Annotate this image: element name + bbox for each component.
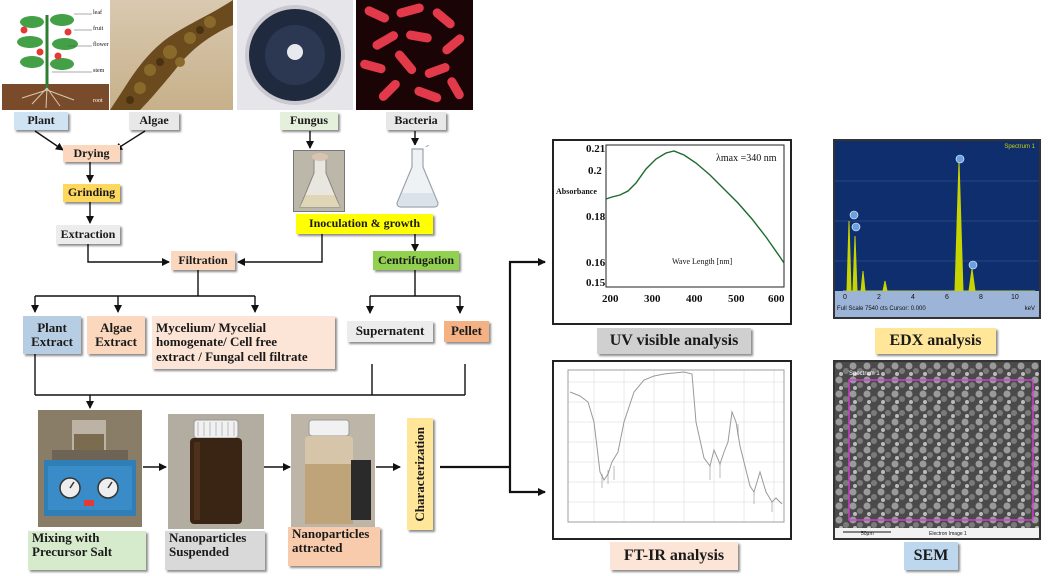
bacteria-photo — [356, 0, 473, 110]
edx-xtick-6: 6 — [945, 294, 949, 301]
uv-ytick-1: 0.21 — [586, 143, 606, 155]
bacteria-rods-icon — [360, 3, 465, 103]
filtration-step: Filtration — [171, 251, 235, 270]
ftir-title: FT-IR analysis — [610, 542, 738, 570]
mixing-line2: Precursor Salt — [32, 544, 113, 560]
fungus-label: Fungus — [280, 112, 338, 130]
uv-ytick-5: 0.15 — [586, 277, 606, 289]
uv-spectrum-curve — [605, 144, 785, 288]
edx-xtick-8: 8 — [979, 294, 983, 301]
uv-xtick-4: 500 — [728, 293, 745, 305]
algae-photo — [110, 0, 233, 110]
plant-extract-line1: Plant — [37, 319, 67, 335]
bacteria-label: Bacteria — [386, 112, 446, 130]
plant-part-leaf: leaf — [93, 10, 102, 16]
plant-part-fruit: fruit — [93, 26, 104, 32]
uv-ytick-2: 0.2 — [588, 165, 602, 177]
edx-legend: Spectrum 1 — [1004, 144, 1035, 150]
supernatent-step: Supernatent — [347, 321, 433, 342]
lab-flask-icon — [396, 145, 439, 208]
seaweed-icon — [110, 0, 233, 110]
edx-footer: Full Scale 7540 cts Cursor: 0.000 — [837, 306, 926, 312]
plant-part-root: root — [93, 98, 103, 104]
fungal-extract-line2: homogenate/ Cell free — [156, 334, 278, 350]
plant-part-stem: stem — [93, 68, 105, 74]
plant-part-flower: flower — [93, 42, 109, 48]
mixing-step: Mixing with Precursor Salt — [28, 530, 146, 570]
ftir-plot — [552, 360, 792, 540]
vial-magnet-icon — [291, 414, 375, 529]
plant-extract-line2: Extract — [31, 334, 73, 349]
suspended-line2: Suspended — [169, 544, 229, 560]
edx-xtick-10: 10 — [1011, 294, 1019, 301]
extraction-step: Extraction — [56, 225, 120, 244]
edx-spectrum-peaks — [835, 141, 1039, 317]
uv-xtick-1: 200 — [602, 293, 619, 305]
algae-extract: Algae Extract — [87, 316, 145, 354]
plant-illustration: leaf fruit flower stem root — [2, 0, 109, 110]
bacteria-flask-photo — [390, 145, 445, 210]
plant-extract: Plant Extract — [23, 316, 81, 354]
plant-icon — [2, 13, 109, 110]
uv-ylabel: Absorbance — [556, 187, 597, 196]
edx-xtick-2: 2 — [877, 294, 881, 301]
uv-xtick-3: 400 — [686, 293, 703, 305]
fungus-photo — [237, 0, 353, 110]
uv-lambda-max: λmax =340 nm — [716, 153, 777, 164]
fungal-extract: Mycelium/ Mycelial homogenate/ Cell free… — [152, 316, 335, 369]
fungal-extract-line1: Mycelium/ Mycelial — [156, 320, 267, 336]
inoculation-step: Inoculation & growth — [296, 214, 433, 234]
sem-caption: Electron Image 1 — [929, 531, 967, 537]
ftir-spectrum-curve — [567, 369, 785, 523]
attracted-step: Nanoparticles attracted — [288, 526, 380, 566]
attracted-line1: Nanoparticles — [292, 526, 370, 541]
sem-spectrum-label: Spectrum 1 — [849, 371, 880, 377]
mixing-line1: Mixing with — [32, 530, 100, 545]
suspended-step: Nanoparticles Suspended — [165, 530, 265, 570]
fungal-colony-icon — [245, 5, 345, 105]
sem-micrograph — [835, 362, 1039, 538]
suspended-vial-photo — [168, 414, 264, 529]
fungus-flask-photo — [293, 150, 345, 212]
centrifugation-step: Centrifugation — [373, 251, 459, 270]
vial-dark-icon — [168, 414, 264, 529]
algae-extract-line2: Extract — [95, 334, 137, 349]
uv-visible-title: UV visible analysis — [597, 328, 751, 354]
sem-title: SEM — [904, 542, 958, 570]
attracted-line2: attracted — [292, 540, 343, 556]
erlenmeyer-flask-icon — [294, 151, 344, 211]
plant-label: Plant — [14, 112, 68, 130]
grinding-step: Grinding — [63, 184, 120, 202]
uv-visible-plot: λmax =340 nm Absorbance Wave Length [nm]… — [552, 139, 792, 325]
uv-xtick-5: 600 — [768, 293, 785, 305]
drying-step: Drying — [63, 145, 120, 162]
uv-ytick-4: 0.16 — [586, 257, 606, 269]
sem-image: Spectrum 1 50μm Electron Image 1 — [833, 360, 1041, 540]
edx-xtick-0: 0 — [843, 294, 847, 301]
uv-ytick-3: 0.18 — [586, 211, 606, 223]
attracted-vial-photo — [291, 414, 375, 529]
hotplate-photo — [38, 410, 142, 527]
algae-extract-line1: Algae — [100, 319, 132, 335]
fungal-extract-line3: extract / Fungal cell filtrate — [156, 348, 308, 364]
edx-xtick-4: 4 — [911, 294, 915, 301]
edx-title: EDX analysis — [875, 328, 996, 354]
uv-xtick-2: 300 — [644, 293, 661, 305]
hotplate-stirrer-icon — [38, 410, 142, 527]
edx-unit: keV — [1024, 306, 1035, 312]
characterization-text: Characterization — [411, 426, 427, 522]
characterization-step: Characterization — [407, 418, 433, 530]
pellet-step: Pellet — [444, 321, 489, 342]
algae-label: Algae — [129, 112, 179, 130]
edx-plot: Spectrum 1 0 2 4 6 8 10 Full Scale 7540 … — [833, 139, 1041, 319]
uv-xlabel: Wave Length [nm] — [672, 257, 733, 266]
suspended-line1: Nanoparticles — [169, 530, 247, 545]
sem-scale-text: 50μm — [861, 531, 874, 537]
